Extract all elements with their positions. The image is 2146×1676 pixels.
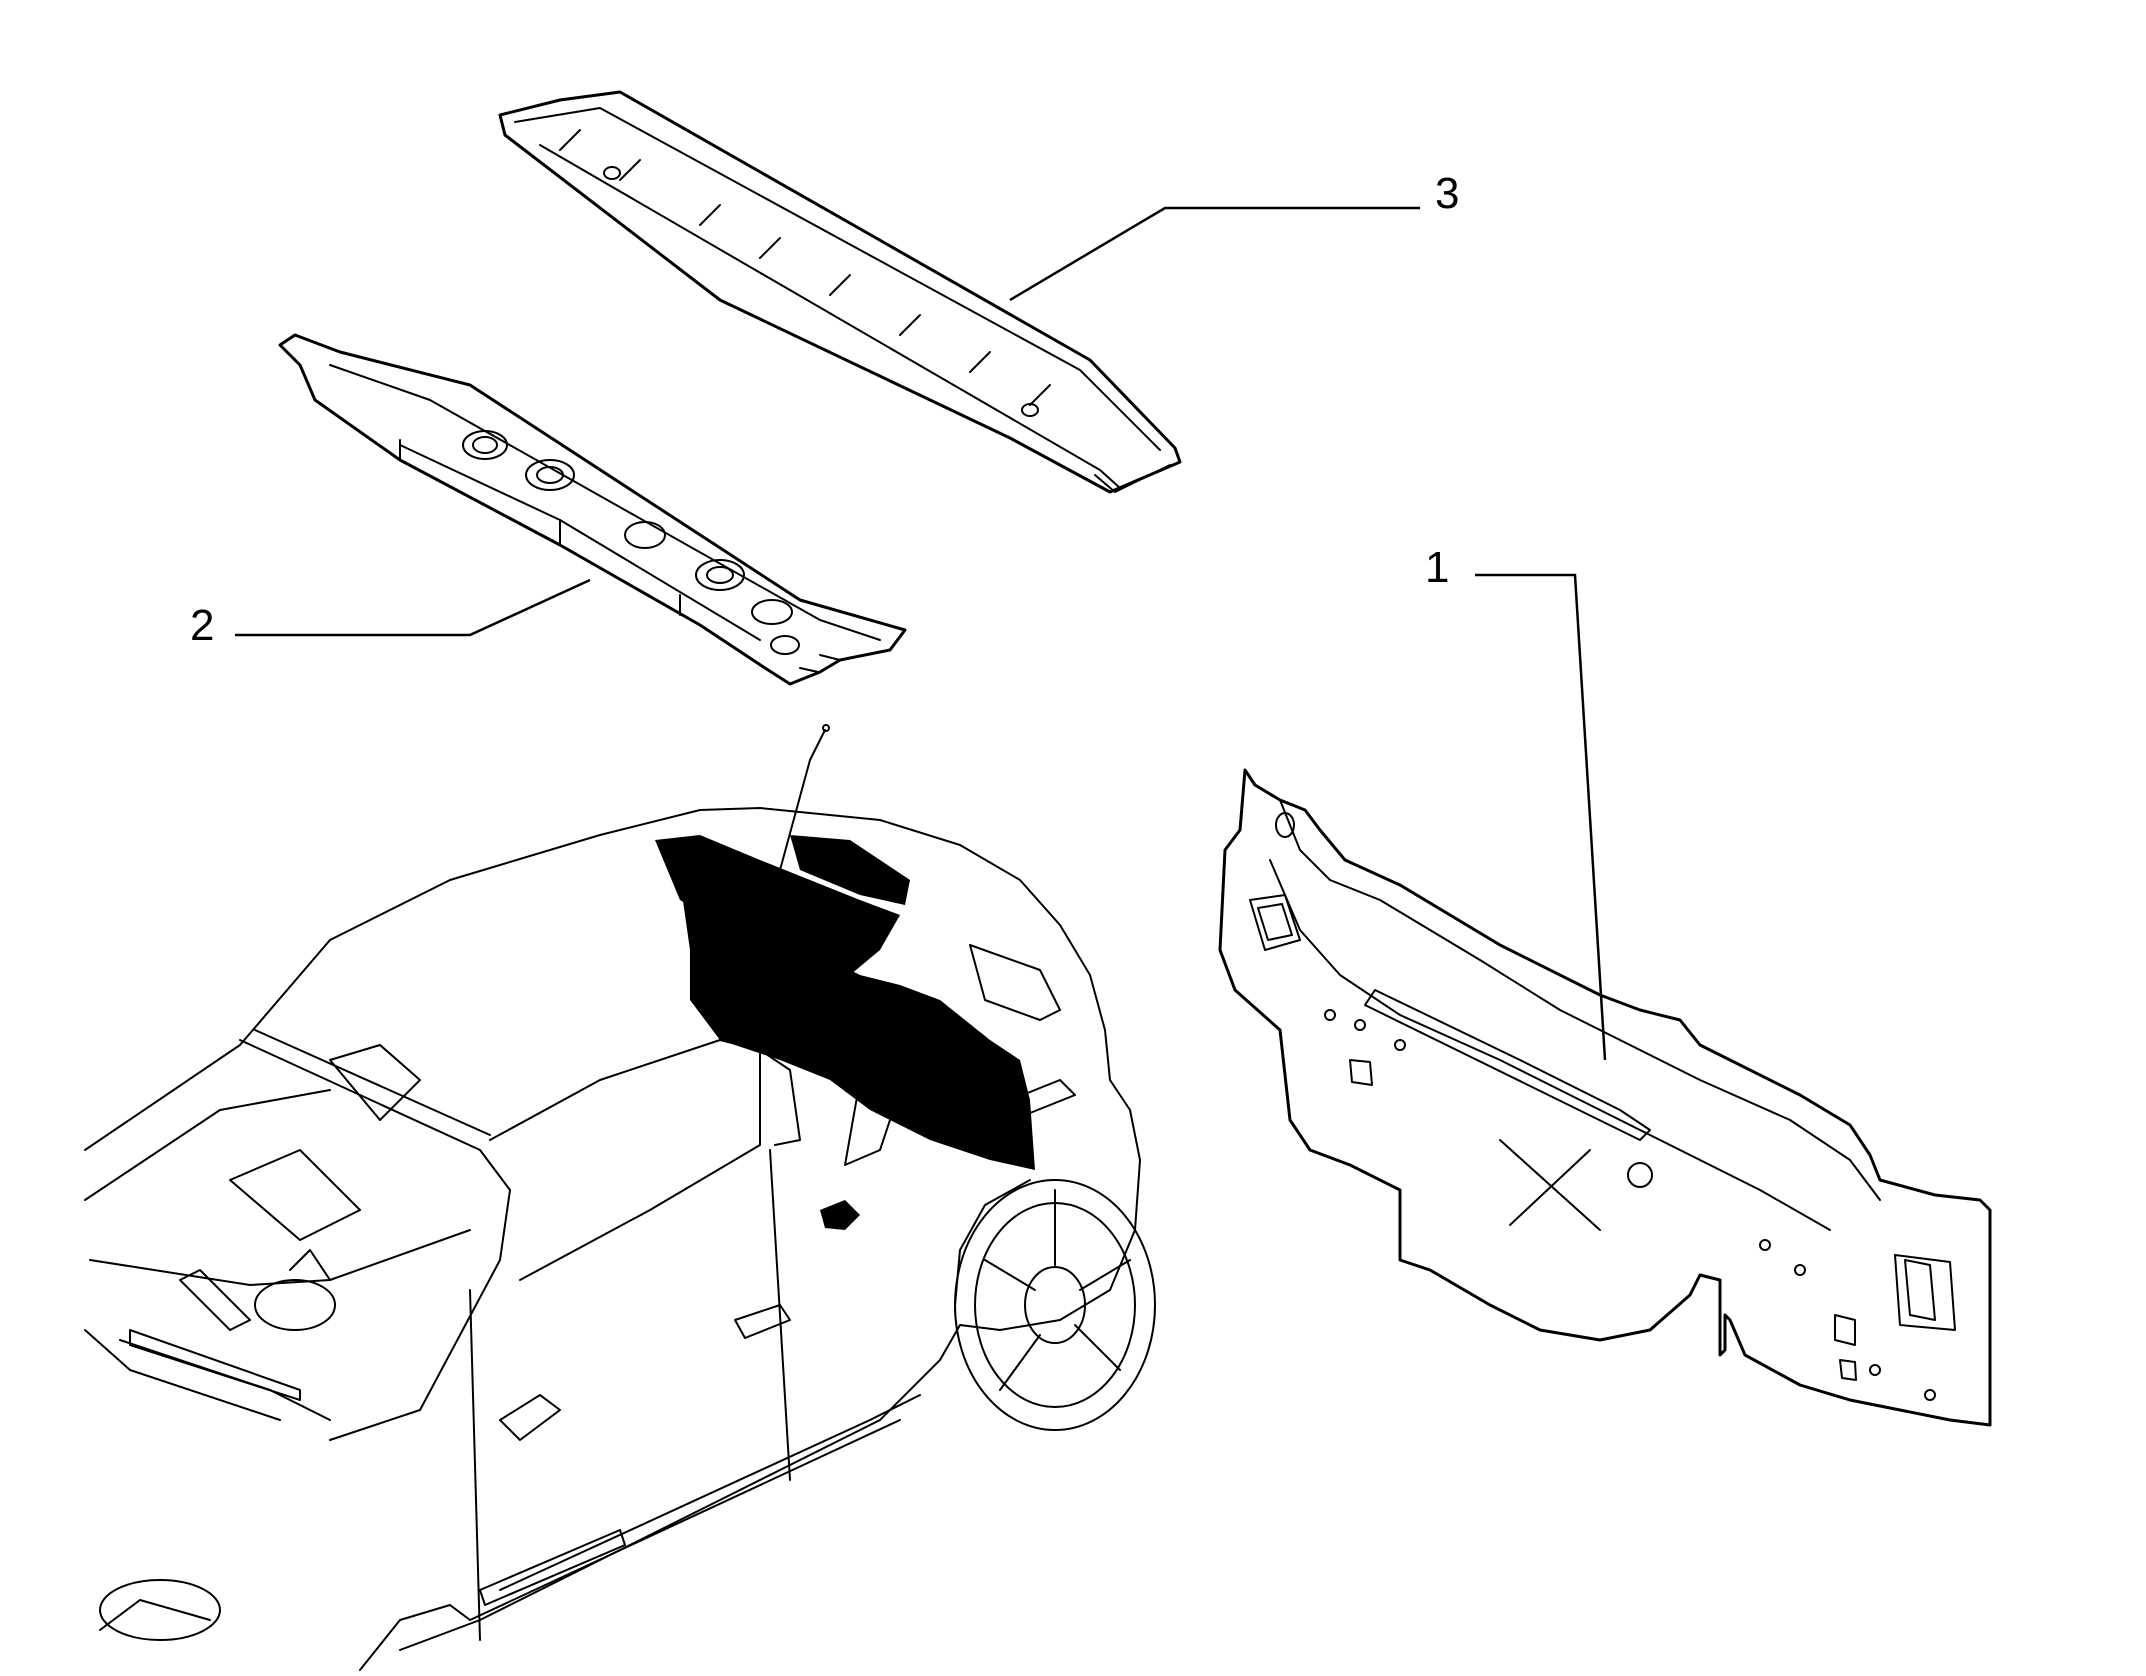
callout-3-number: 3 (1435, 169, 1459, 218)
callout-1-leader (1475, 573, 1607, 1061)
scorpion-badge-icon (820, 1200, 860, 1230)
part-1-rear-panel[interactable] (1218, 768, 1992, 1427)
callout-1[interactable]: 1 (1425, 543, 1607, 1061)
callout-2[interactable]: 2 (190, 578, 591, 650)
callout-2-number: 2 (190, 601, 214, 650)
car-illustration (84, 724, 1156, 1671)
part-2-crossmember-panel[interactable] (278, 333, 907, 686)
callout-1-number: 1 (1425, 543, 1449, 592)
callout-3[interactable]: 3 (1009, 169, 1459, 302)
callout-2-leader (235, 578, 591, 637)
side-stripe-decal (479, 1529, 626, 1606)
part-3-rear-shelf-panel[interactable] (498, 90, 1182, 494)
callout-3-leader (1009, 206, 1420, 302)
